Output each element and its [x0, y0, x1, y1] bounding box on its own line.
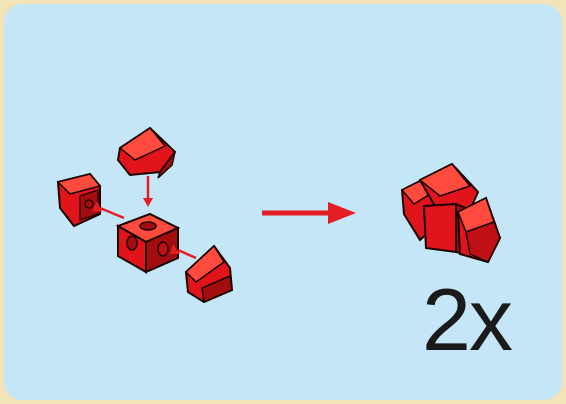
quantity-label: 2x — [422, 270, 513, 369]
arrow-down-icon — [143, 176, 153, 207]
slope-brick-left-icon — [56, 172, 102, 228]
arrow-right-icon — [262, 202, 356, 224]
assembled-model-icon — [400, 162, 502, 264]
arrow-left-icon — [92, 201, 125, 220]
arrow-up-left-icon — [170, 244, 197, 260]
brick-1x1-center-icon — [115, 212, 181, 274]
slope-brick-top-icon — [116, 126, 177, 179]
slope-brick-right-icon — [184, 244, 234, 304]
